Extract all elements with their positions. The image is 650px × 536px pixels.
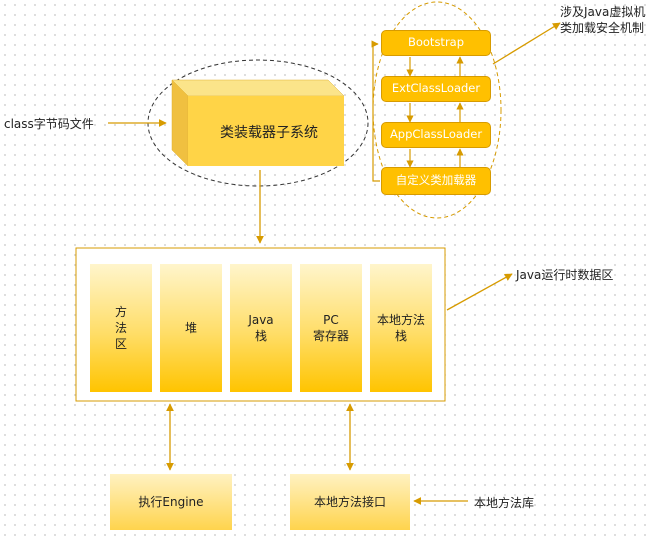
loader-app-label: AppClassLoader	[389, 127, 483, 142]
runtime-note-label: Java运行时数据区	[516, 268, 614, 282]
runtime-pc-register: PC 寄存器	[300, 264, 362, 392]
runtime-java-stack: Java 栈	[230, 264, 292, 392]
runtime-heap: 堆	[160, 264, 222, 392]
loader-ext-label: ExtClassLoader	[391, 81, 481, 96]
runtime-method-area: 方 法 区	[90, 264, 152, 392]
runtime-java-stack-label: Java 栈	[248, 312, 274, 343]
loader-custom: 自定义类加载器	[381, 167, 491, 195]
loader-bootstrap-label: Bootstrap	[407, 35, 465, 50]
runtime-note-arrow	[446, 273, 513, 311]
loader-custom-label: 自定义类加载器	[395, 173, 477, 188]
runtime-method-area-label: 方 法 区	[114, 304, 127, 352]
execution-engine-label: 执行Engine	[138, 494, 204, 509]
loader-note-arrow	[492, 22, 561, 65]
native-interface-label: 本地方法接口	[313, 494, 386, 509]
native-interface: 本地方法接口	[290, 474, 410, 530]
native-library-label: 本地方法库	[474, 496, 535, 510]
runtime-native-stack: 本地方法 栈	[370, 264, 432, 392]
loader-app: AppClassLoader	[381, 122, 491, 148]
loader-note-label: 涉及Java虚拟机 类加载安全机制	[560, 5, 646, 36]
runtime-native-stack-label: 本地方法 栈	[376, 312, 425, 343]
execution-engine: 执行Engine	[110, 474, 232, 530]
runtime-pc-register-label: PC 寄存器	[312, 312, 349, 343]
runtime-heap-label: 堆	[184, 320, 197, 335]
input-label: class字节码文件	[4, 117, 94, 131]
subsystem-cube	[171, 79, 345, 167]
loader-bootstrap: Bootstrap	[381, 30, 491, 56]
loader-chain-connectors	[371, 40, 464, 182]
loader-ext: ExtClassLoader	[381, 76, 491, 102]
subsystem-label: 类装载器子系统	[220, 125, 318, 141]
